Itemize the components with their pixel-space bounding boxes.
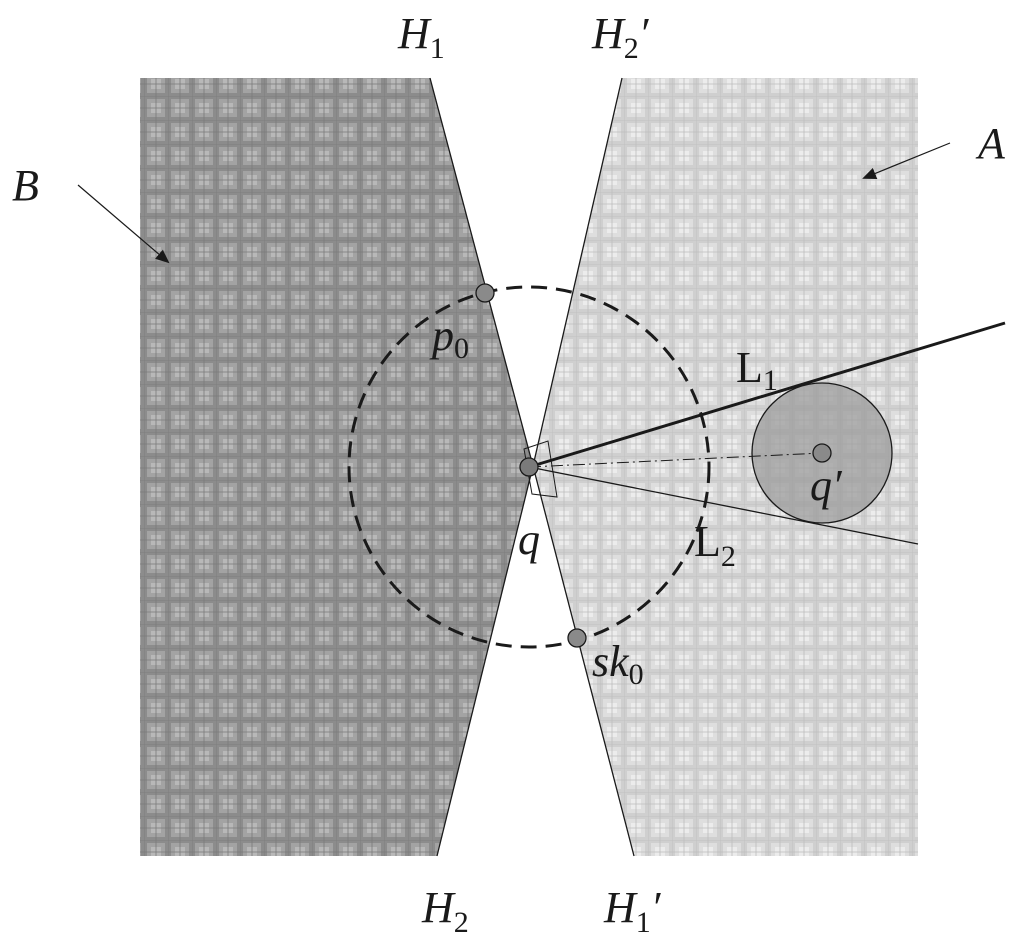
label-h1-top: H1 [397,9,445,65]
line-h2 [436,465,534,857]
point-q [519,457,539,477]
region-a [533,78,918,856]
label-h1-prime-bottom: H1′ [603,883,662,939]
right-angle-box [523,440,558,498]
point-sk0 [567,628,587,648]
arrow-a [862,142,951,180]
line-q-to-q-prime [528,452,823,468]
region-b [140,78,533,856]
ray-l1 [528,321,1006,469]
label-h2-bottom: H2 [421,883,469,939]
point-q-prime [812,443,832,463]
label-h2-prime-top: H2′ [591,9,650,65]
label-l1: L1 [736,343,778,397]
arrow-b [77,184,170,264]
label-sk0: sk0 [592,637,644,691]
line-h2-prime [532,77,623,467]
label-q-prime: q′ [810,461,843,510]
label-p0: p0 [429,311,469,365]
label-q: q [518,515,540,564]
dashed-circle [347,285,711,649]
label-a: A [975,119,1006,168]
line-h1-prime [532,465,635,857]
line-h1 [429,77,534,467]
label-b: B [12,161,39,210]
point-p0 [475,283,495,303]
ray-l2 [528,466,919,545]
label-l2: L2 [694,517,736,573]
